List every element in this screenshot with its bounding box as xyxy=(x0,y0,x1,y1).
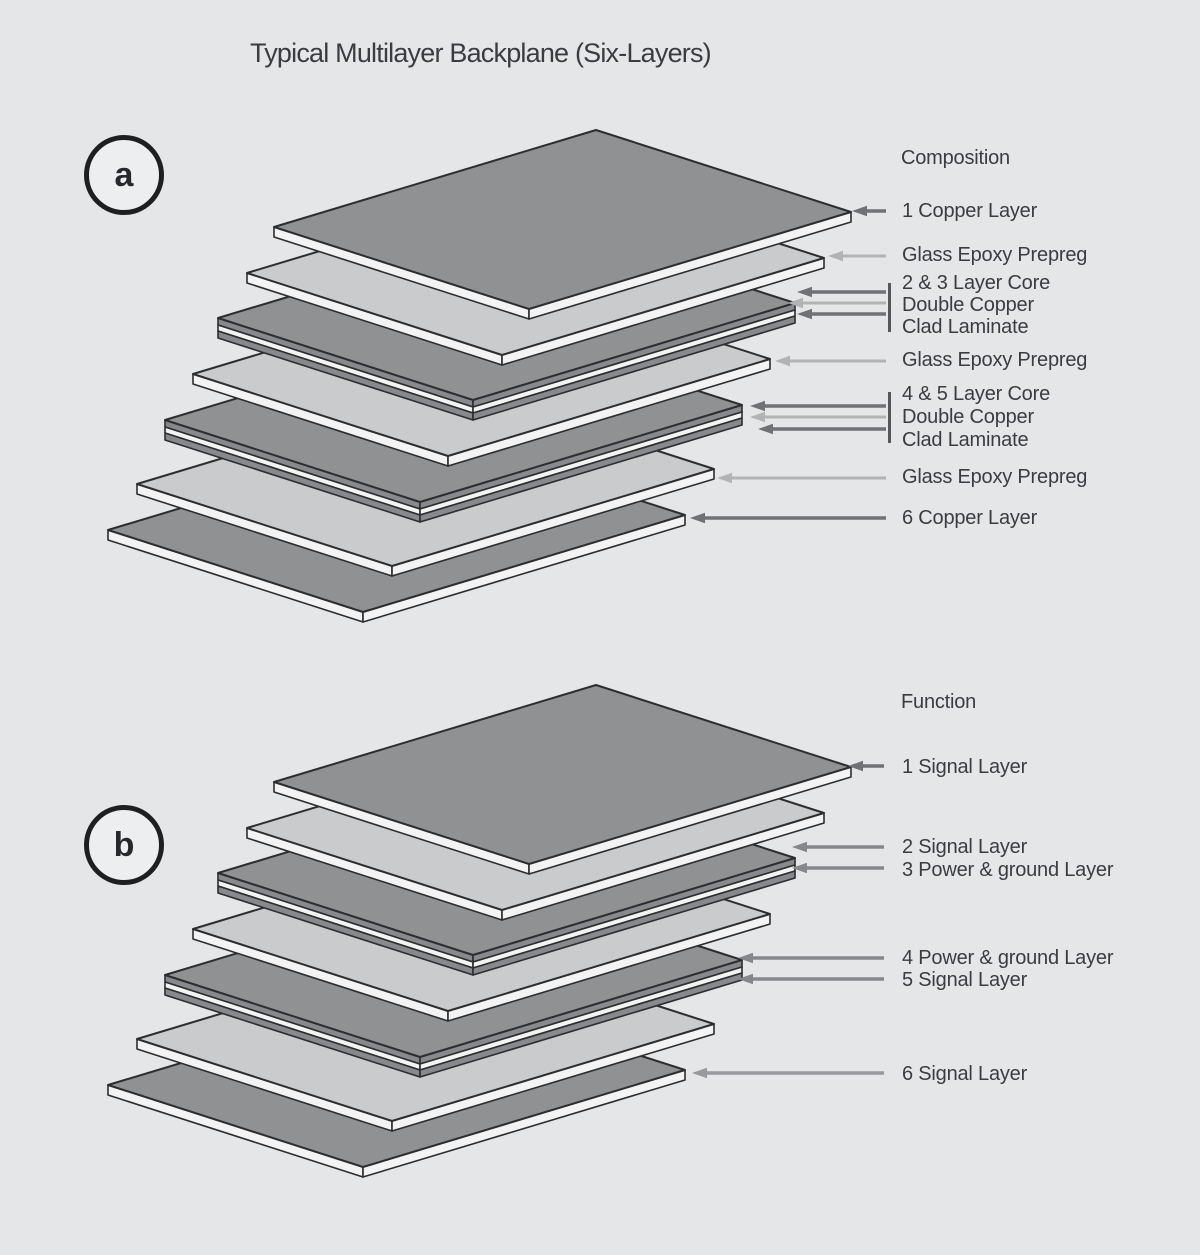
diagram-b-marker: b xyxy=(84,805,164,885)
arrow-a-7-icon xyxy=(750,411,886,423)
group-bar-core-4-5 xyxy=(888,392,891,443)
label-power-ground-4: 4 Power & ground Layer xyxy=(902,947,1114,969)
label-signal-layer-2: 2 Signal Layer xyxy=(902,836,1028,858)
diagram-a-letter: a xyxy=(114,155,134,194)
arrow-a-4-icon xyxy=(797,308,886,320)
group-bar-core-2-3 xyxy=(888,283,891,332)
arrow-a-5-icon xyxy=(775,355,886,367)
label-copper-layer-1: 1 Copper Layer xyxy=(902,200,1038,222)
label-core-45-line1: 4 & 5 Layer Core xyxy=(902,383,1050,405)
arrow-a-1-icon xyxy=(828,250,886,262)
arrow-a-9-icon xyxy=(717,472,886,484)
label-prepreg-3: Glass Epoxy Prepreg xyxy=(902,466,1088,488)
label-copper-layer-6: 6 Copper Layer xyxy=(902,507,1038,529)
arrow-b-3-icon xyxy=(738,952,884,964)
arrow-b-2-icon xyxy=(792,862,884,874)
label-signal-layer-1: 1 Signal Layer xyxy=(902,756,1028,778)
diagram-b-letter: b xyxy=(113,825,135,864)
label-prepreg-1: Glass Epoxy Prepreg xyxy=(902,244,1088,266)
function-header: Function xyxy=(901,691,977,713)
label-power-ground-3: 3 Power & ground Layer xyxy=(902,859,1114,881)
arrow-a-10-icon xyxy=(690,512,886,524)
label-core-23-line3: Clad Laminate xyxy=(902,316,1029,338)
label-core-23-line2: Double Copper xyxy=(902,294,1034,316)
arrow-a-0-icon xyxy=(852,205,886,217)
label-signal-layer-5: 5 Signal Layer xyxy=(902,969,1028,991)
figure-title: Typical Multilayer Backplane (Six-Layers… xyxy=(250,38,712,68)
plate-a-copper-1 xyxy=(273,129,852,320)
arrow-b-4-icon xyxy=(738,973,884,985)
arrow-a-8-icon xyxy=(758,423,886,435)
composition-header: Composition xyxy=(901,147,1010,169)
arrow-a-3-icon xyxy=(788,297,886,309)
arrow-a-6-icon xyxy=(750,400,886,412)
label-prepreg-2: Glass Epoxy Prepreg xyxy=(902,349,1088,371)
plate-b-copper-1 xyxy=(273,684,852,875)
arrow-b-1-icon xyxy=(792,841,884,853)
diagram-a-marker: a xyxy=(84,135,164,215)
label-core-45-line3: Clad Laminate xyxy=(902,429,1029,451)
arrow-b-0-icon xyxy=(848,760,884,772)
label-core-23-line1: 2 & 3 Layer Core xyxy=(902,272,1050,294)
arrow-a-2-icon xyxy=(797,286,886,298)
label-signal-layer-6: 6 Signal Layer xyxy=(902,1063,1028,1085)
label-core-45-line2: Double Copper xyxy=(902,406,1034,428)
arrow-b-5-icon xyxy=(692,1067,884,1079)
